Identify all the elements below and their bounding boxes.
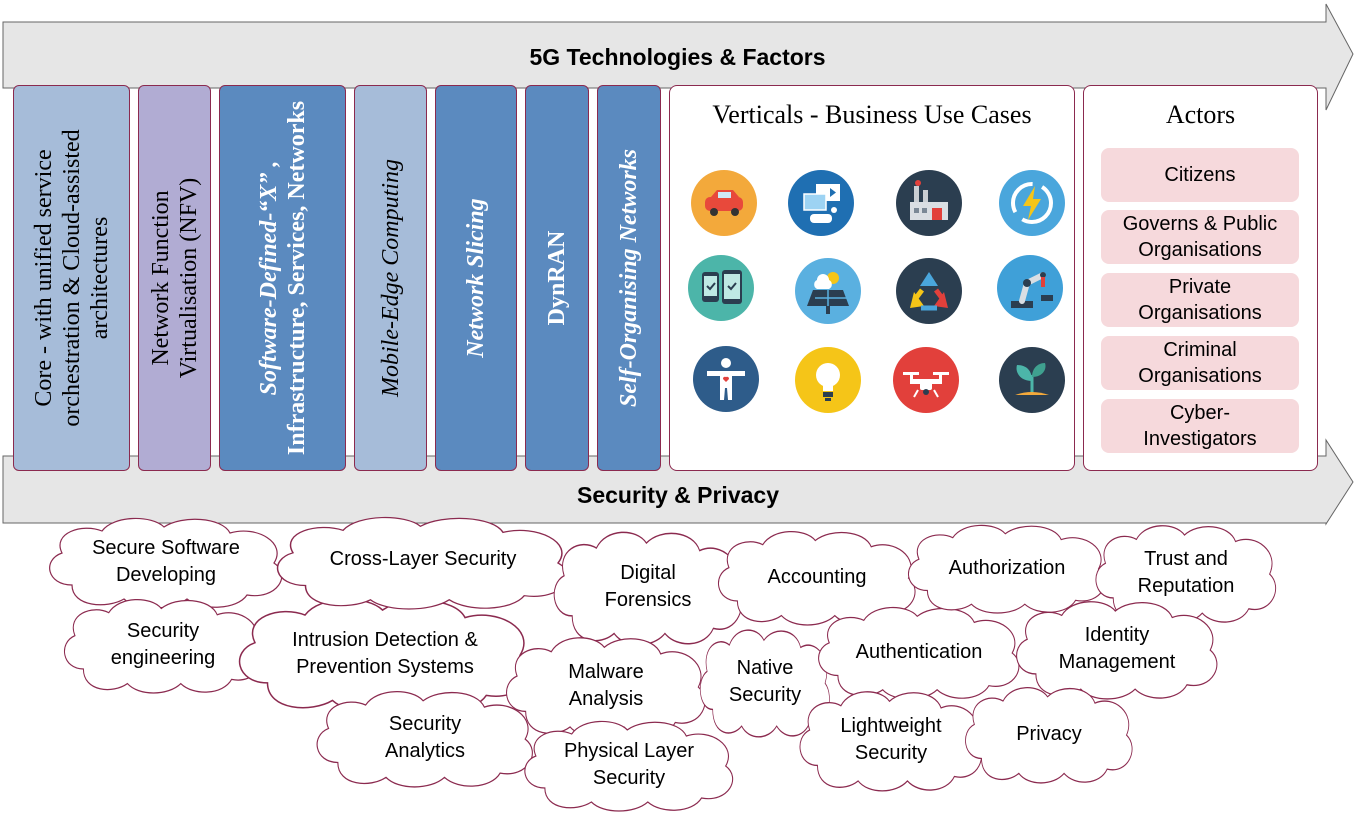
factory-icon	[896, 170, 962, 236]
health-person-icon	[693, 346, 759, 412]
cloud-label: Authorization	[948, 556, 1066, 579]
column-core: Core - with unified service orchestratio…	[13, 85, 130, 471]
cloud-label: Native Security	[728, 657, 802, 706]
cloud-label: Intrusion Detection & Prevention Systems	[292, 629, 478, 678]
column-mec: Mobile-Edge Computing	[354, 85, 427, 471]
cloud-authorization: Authorization	[902, 522, 1112, 614]
cloud-security-engineering: Security engineering	[58, 596, 268, 694]
cloud-identity-management: Identity Management	[1010, 598, 1224, 700]
actor-governs-public: Governs & Public Organisations	[1101, 210, 1299, 264]
actors-title: Actors	[1165, 100, 1236, 129]
column-son-label: Self-Organising Networks	[616, 148, 642, 408]
column-nfv-label: Network Function Virtualisation (NFV)	[147, 177, 202, 379]
drone-icon	[893, 347, 959, 413]
cloud-label: Lightweight Security	[840, 715, 942, 764]
actor-criminal-organisations: Criminal Organisations	[1101, 336, 1299, 390]
cloud-malware-analysis: Malware Analysis	[500, 634, 712, 738]
column-son: Self-Organising Networks	[597, 85, 661, 471]
cloud-security-analytics: Security Analytics	[310, 688, 540, 788]
cloud-label: Identity Management	[1058, 624, 1176, 673]
column-sdx: Software-Defined-“X” , Infrastructure, S…	[219, 85, 346, 471]
car-icon	[691, 170, 757, 236]
column-nfv: Network Function Virtualisation (NFV)	[138, 85, 211, 471]
cloud-label: Authentication	[855, 640, 983, 663]
column-sdx-text: Software-Defined-“X” , Infrastructure, S…	[255, 88, 311, 468]
cloud-authentication: Authentication	[812, 604, 1026, 700]
column-network-slicing: Network Slicing	[435, 85, 517, 471]
solar-panel-icon	[795, 258, 861, 324]
cloud-accounting: Accounting	[712, 528, 922, 626]
devices-icon	[688, 255, 754, 321]
cloud-label: Cross-Layer Security	[329, 547, 517, 570]
column-mec-label: Mobile-Edge Computing	[377, 159, 404, 397]
actor-cyber-investigators: Cyber-Investigators	[1101, 399, 1299, 453]
cloud-cross-layer-security: Cross-Layer Security	[268, 514, 578, 610]
cloud-label: Digital Forensics	[604, 562, 692, 611]
actor-private-organisations: Private Organisations	[1101, 273, 1299, 327]
cloud-label: Trust and Reputation	[1137, 548, 1235, 597]
column-dynran-label: DynRAN	[544, 230, 570, 326]
cloud-privacy: Privacy	[960, 684, 1138, 784]
column-sdx-italic-label: Software-Defined-“X” ,	[255, 160, 282, 396]
column-dynran: DynRAN	[525, 85, 589, 471]
column-sdx-label: Infrastructure, Services, Networks	[283, 100, 310, 456]
verticals-title: Verticals - Business Use Cases	[712, 100, 1032, 129]
cloud-label: Accounting	[767, 565, 867, 588]
actor-citizens: Citizens	[1101, 148, 1299, 202]
plant-icon	[999, 347, 1065, 413]
robot-arm-icon	[997, 255, 1063, 321]
cloud-label: Physical Layer Security	[563, 740, 695, 789]
cloud-label: Secure Software Developing	[92, 537, 240, 586]
cloud-label: Privacy	[1016, 722, 1082, 745]
cloud-physical-layer-security: Physical Layer Security	[518, 718, 740, 812]
cloud-label: Malware Analysis	[568, 661, 644, 710]
cloud-label: Security Analytics	[384, 713, 466, 762]
bottom-banner-title: Security & Privacy	[576, 482, 779, 508]
cloud-native-security: Native Security	[696, 626, 834, 738]
media-gaming-icon	[788, 170, 854, 236]
column-core-label: Core - with unified service orchestratio…	[30, 129, 113, 427]
cloud-label: Security engineering	[110, 620, 216, 669]
column-network-slicing-label: Network Slicing	[463, 198, 489, 358]
energy-icon	[999, 170, 1065, 236]
cloud-secure-software-developing: Secure Software Developing	[42, 515, 290, 609]
cloud-lightweight-security: Lightweight Security	[794, 688, 988, 792]
cloud-trust-reputation: Trust and Reputation	[1090, 522, 1282, 624]
light-bulb-icon	[795, 347, 861, 413]
top-banner-title: 5G Technologies & Factors	[529, 44, 826, 70]
recycling-icon	[896, 258, 962, 324]
